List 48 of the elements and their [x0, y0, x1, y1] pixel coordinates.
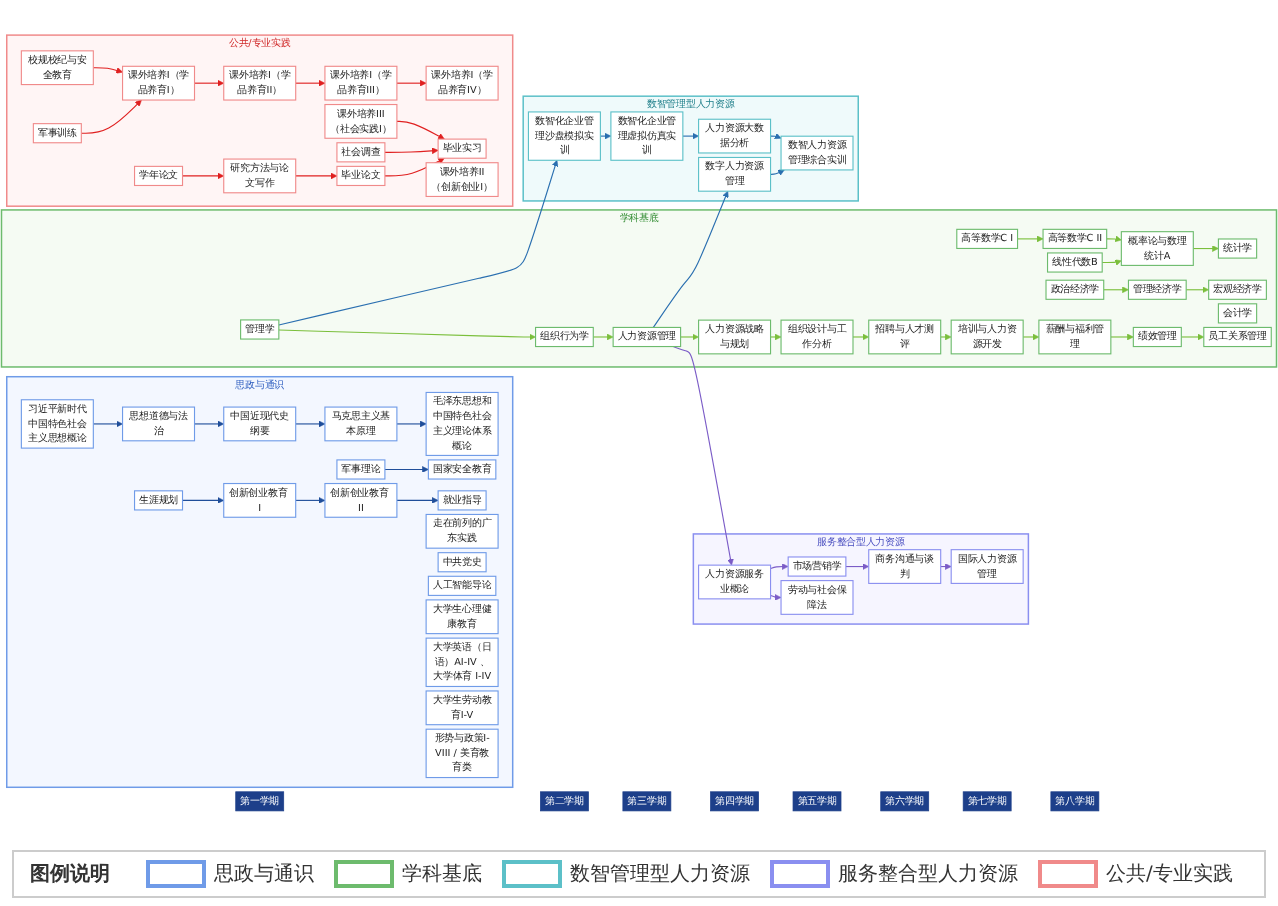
arrow [193, 420, 225, 428]
arrow [682, 132, 699, 140]
arrow [680, 333, 699, 341]
arrow [592, 333, 614, 341]
arrow [672, 346, 734, 566]
arrow [770, 594, 782, 601]
arrow [396, 420, 427, 428]
arrow [92, 67, 123, 74]
arrow [295, 420, 326, 428]
arrow [770, 333, 782, 341]
arrow [845, 563, 870, 570]
arrow [1101, 259, 1122, 266]
legend-text: 数智管理型人力资源 [570, 861, 750, 888]
arrow [396, 120, 445, 140]
arrow [396, 79, 427, 87]
arrow [1017, 235, 1044, 243]
arrow [295, 172, 338, 180]
arrow [1103, 286, 1129, 294]
legend-text: 服务整合型人力资源 [838, 861, 1018, 888]
arrow [1110, 333, 1134, 341]
arrow [770, 563, 789, 570]
arrow [384, 147, 439, 155]
arrow [599, 132, 612, 140]
arrow [181, 497, 225, 504]
arrow [80, 99, 142, 134]
arrow [940, 563, 952, 570]
arrow [1106, 235, 1122, 242]
arrow [295, 497, 326, 504]
arrow [770, 169, 785, 176]
arrow [92, 420, 123, 428]
arrow [278, 329, 536, 341]
legend-heading: 图例说明 [30, 861, 110, 888]
legend-text: 学科基底 [402, 861, 482, 888]
legend-text: 公共/专业实践 [1106, 861, 1233, 888]
arrow [1185, 286, 1209, 294]
arrow [193, 79, 225, 87]
arrow [1192, 245, 1219, 252]
arrow [940, 333, 952, 341]
arrow [384, 466, 429, 473]
arrow [295, 79, 326, 87]
arrow [770, 132, 782, 140]
arrow [181, 172, 225, 180]
legend-text: 思政与通识 [214, 861, 314, 888]
arrow [852, 333, 870, 341]
arrow [1022, 333, 1040, 341]
arrow [652, 190, 729, 328]
arrow [396, 497, 439, 504]
arrow [1180, 333, 1205, 341]
